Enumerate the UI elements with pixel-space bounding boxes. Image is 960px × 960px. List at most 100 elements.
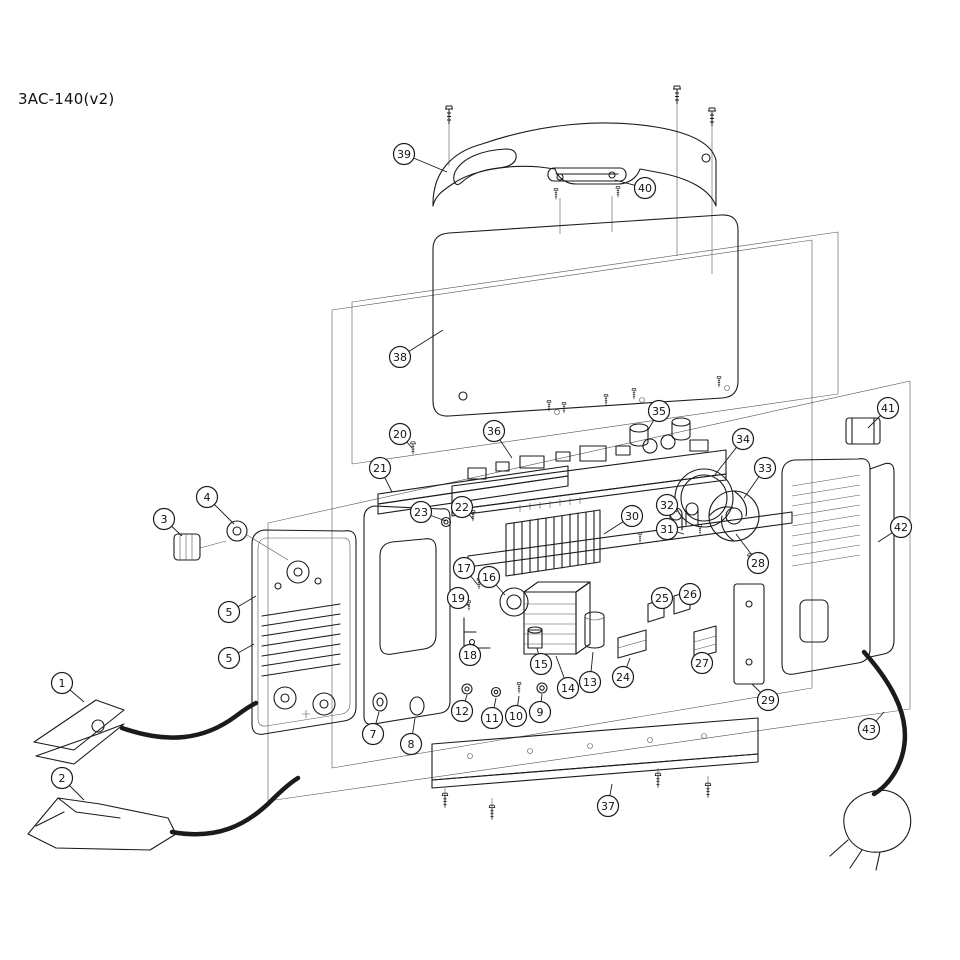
svg-text:17: 17 [457, 562, 471, 575]
callout-31-16: 31 [655, 517, 685, 541]
construction-lines [199, 98, 911, 818]
inductor-15 [527, 626, 543, 649]
inner-side-panel [363, 505, 451, 725]
front-panel [251, 529, 357, 735]
callout-5-21: 5 [217, 595, 257, 624]
svg-text:10: 10 [509, 710, 523, 723]
svg-text:23: 23 [414, 506, 428, 519]
svg-text:37: 37 [601, 800, 615, 813]
fan-ring [674, 468, 734, 528]
svg-text:36: 36 [487, 425, 501, 438]
callout-34-7: 34 [713, 427, 755, 477]
callout-13-29: 13 [578, 651, 602, 694]
svg-text:32: 32 [660, 499, 674, 512]
support-bracket [377, 465, 569, 515]
svg-text:8: 8 [408, 738, 415, 751]
svg-text:3: 3 [161, 513, 168, 526]
svg-text:28: 28 [751, 557, 765, 570]
heatsink [505, 509, 601, 577]
standoffs [561, 394, 691, 447]
svg-text:12: 12 [455, 705, 469, 718]
svg-text:4: 4 [204, 491, 211, 504]
svg-text:43: 43 [862, 723, 876, 736]
svg-text:13: 13 [583, 676, 597, 689]
knob [173, 533, 201, 561]
svg-text:29: 29 [761, 694, 775, 707]
callout-18-26: 18 [458, 643, 482, 667]
carry-handle [432, 122, 717, 207]
callout-42-17: 42 [877, 515, 913, 543]
callout-3-11: 3 [152, 507, 183, 537]
callout-2-40: 2 [50, 766, 85, 801]
svg-text:16: 16 [482, 571, 496, 584]
callout-27-31: 27 [690, 651, 714, 675]
callout-23-12: 23 [409, 500, 447, 524]
right-housing [781, 458, 895, 675]
svg-text:2: 2 [59, 772, 66, 785]
svg-text:25: 25 [655, 592, 669, 605]
transformer [523, 581, 591, 655]
callout-25-23: 25 [650, 586, 674, 610]
module-27 [693, 625, 717, 659]
svg-text:14: 14 [561, 682, 575, 695]
callout-20-5: 20 [388, 422, 413, 449]
svg-text:9: 9 [537, 706, 544, 719]
fastener-row [461, 682, 548, 698]
callout-10-36: 10 [504, 695, 528, 728]
callout-41-3: 41 [867, 396, 900, 429]
capacitor-13 [584, 611, 605, 649]
callout-24-30: 24 [611, 657, 635, 689]
callout-40-1: 40 [614, 176, 657, 200]
svg-text:18: 18 [463, 649, 477, 662]
grommet-7 [372, 692, 388, 712]
svg-text:20: 20 [393, 428, 407, 441]
svg-text:42: 42 [894, 521, 908, 534]
svg-text:38: 38 [393, 351, 407, 364]
svg-text:27: 27 [695, 657, 709, 670]
svg-text:11: 11 [485, 712, 499, 725]
svg-text:15: 15 [534, 658, 548, 671]
callout-19-22: 19 [446, 586, 470, 610]
earth-clamp [33, 699, 259, 765]
svg-text:19: 19 [451, 592, 465, 605]
svg-text:31: 31 [660, 523, 674, 536]
callout-12-34: 12 [450, 694, 474, 723]
mount-plate [733, 553, 765, 685]
callout-38-2: 38 [388, 329, 444, 369]
svg-text:26: 26 [683, 588, 697, 601]
callout-36-6: 36 [482, 419, 513, 459]
svg-text:5: 5 [226, 606, 233, 619]
callout-43-42: 43 [857, 711, 885, 741]
electrode-holder [27, 775, 301, 851]
svg-text:22: 22 [455, 501, 469, 514]
callout-11-35: 11 [480, 697, 504, 730]
svg-text:1: 1 [59, 677, 66, 690]
svg-text:30: 30 [625, 510, 639, 523]
base-plate [431, 717, 759, 789]
callout-29-32: 29 [751, 683, 780, 712]
screw-20 [409, 441, 417, 455]
svg-text:33: 33 [758, 462, 772, 475]
callout-39-0: 39 [392, 142, 448, 173]
svg-text:5: 5 [226, 652, 233, 665]
cover-panel [432, 214, 739, 417]
callout-14-28: 14 [555, 655, 580, 700]
callout-4-10: 4 [195, 485, 235, 525]
callout-30-14: 30 [603, 504, 644, 535]
callout-16-20: 16 [477, 565, 506, 596]
callout-9-37: 9 [528, 693, 552, 724]
callout-28-18: 28 [735, 533, 770, 575]
bracket-18 [463, 617, 491, 649]
handle-screws [444, 85, 717, 127]
svg-text:21: 21 [373, 462, 387, 475]
callout-8-39: 8 [399, 717, 423, 756]
svg-text:35: 35 [652, 405, 666, 418]
svg-text:7: 7 [370, 728, 377, 741]
fan [708, 490, 760, 542]
svg-text:24: 24 [616, 671, 630, 684]
svg-text:34: 34 [736, 433, 750, 446]
svg-text:40: 40 [638, 182, 652, 195]
